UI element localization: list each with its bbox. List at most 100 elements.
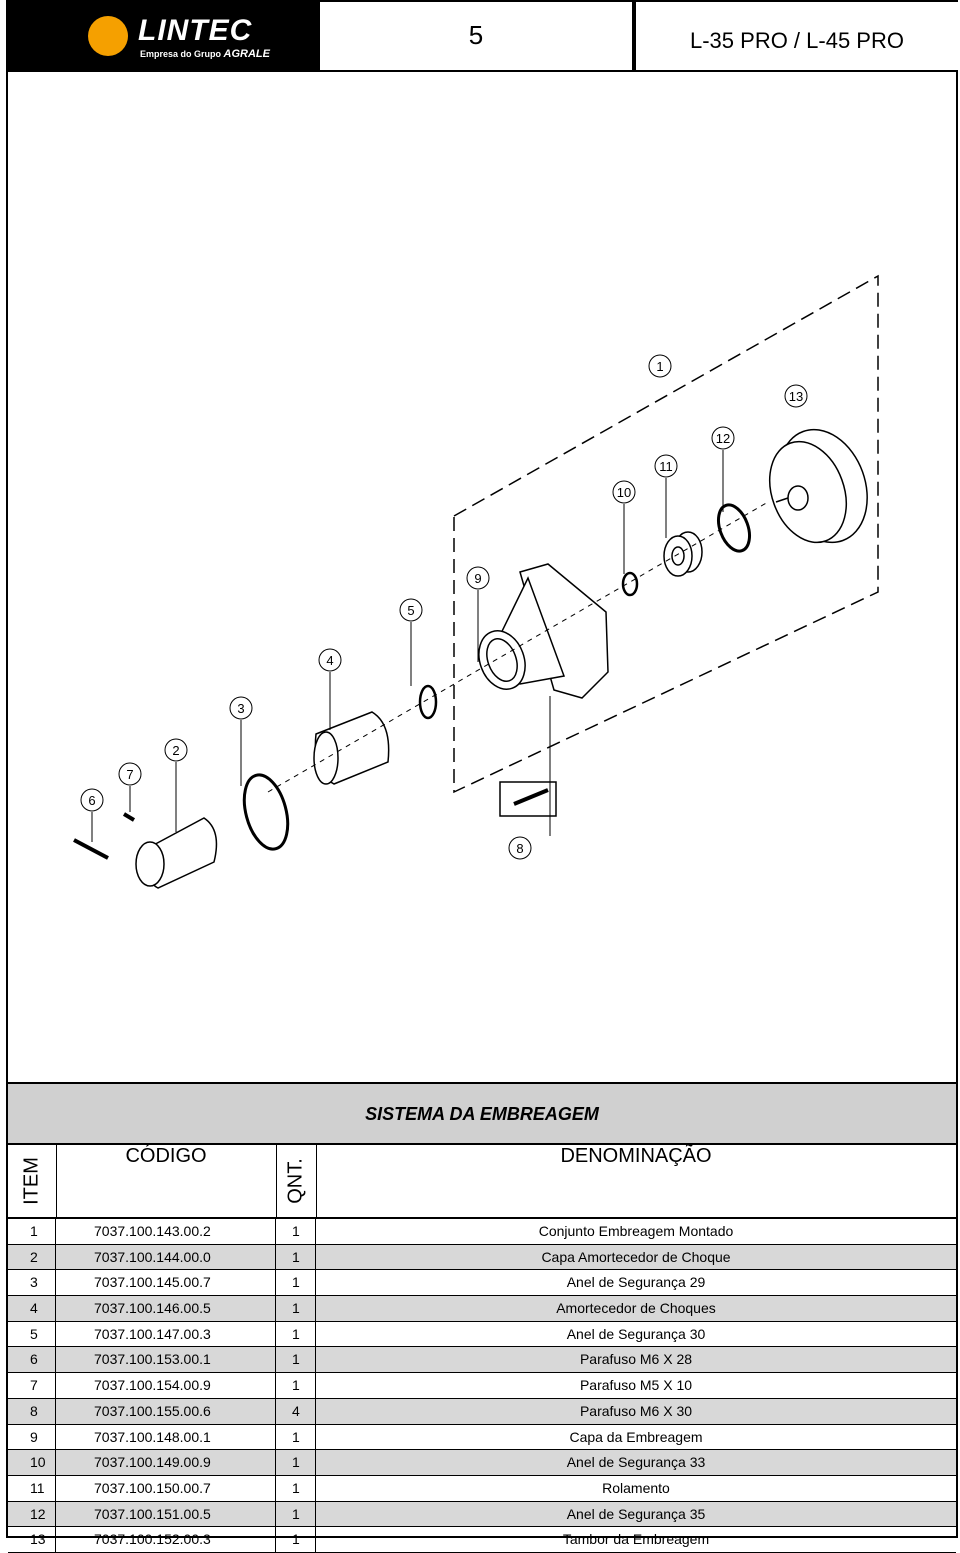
svg-text:2: 2 xyxy=(172,743,179,758)
screw-m6x28-part xyxy=(73,838,109,860)
cell-qnt: 1 xyxy=(276,1501,316,1527)
callout-3: 3 xyxy=(229,696,253,720)
cell-denominacao: Anel de Segurança 29 xyxy=(566,1274,706,1291)
cell-qnt: 1 xyxy=(276,1424,316,1450)
cell-denominacao: Anel de Segurança 35 xyxy=(566,1505,706,1522)
callout-7: 7 xyxy=(118,762,142,786)
header-qnt: QNT. xyxy=(276,1145,317,1217)
cell-item: 11 xyxy=(8,1475,56,1501)
cell-denominacao: Conjunto Embreagem Montado xyxy=(538,1223,734,1239)
callout-1: 1 xyxy=(648,354,672,378)
cell-codigo: 7037.100.149.00.9 xyxy=(56,1450,276,1475)
cell-denominacao: Amortecedor de Choques xyxy=(556,1300,716,1317)
callout-9: 9 xyxy=(466,566,490,590)
callout-4: 4 xyxy=(318,648,342,672)
page-number: 5 xyxy=(468,20,484,50)
cell-qnt: 4 xyxy=(276,1398,316,1424)
cell-denominacao: Parafuso M6 X 28 xyxy=(579,1351,693,1368)
cell-qnt: 1 xyxy=(276,1270,316,1296)
cell-denominacao: Parafuso M6 X 30 xyxy=(579,1402,693,1419)
ring-30-part xyxy=(418,684,438,720)
brand-name: LINTEC xyxy=(138,14,253,47)
svg-text:11: 11 xyxy=(659,459,673,474)
assembly-boundary xyxy=(453,274,879,794)
header-item: ITEM xyxy=(8,1145,57,1217)
header-codigo: CÓDIGO xyxy=(56,1145,277,1217)
section-title-bar: SISTEMA DA EMBREAGEM xyxy=(8,1082,956,1144)
header-denominacao: DENOMINAÇÃO xyxy=(560,1145,712,1167)
cell-item: 10 xyxy=(8,1450,56,1475)
callout-12: 12 xyxy=(711,426,735,450)
model-name: L-35 PRO / L-45 PRO xyxy=(690,28,904,53)
ring-35-part xyxy=(716,503,752,553)
svg-text:7: 7 xyxy=(126,767,133,782)
cell-item: 4 xyxy=(8,1296,56,1321)
svg-text:9: 9 xyxy=(474,571,481,586)
clutch-drum-part xyxy=(769,428,868,544)
cell-codigo: 7037.100.148.00.1 xyxy=(56,1424,276,1450)
cell-codigo: 7037.100.153.00.1 xyxy=(56,1347,276,1373)
cell-item: 8 xyxy=(8,1398,56,1424)
table-header: ITEM CÓDIGO QNT. DENOMINAÇÃO xyxy=(8,1143,956,1219)
exploded-parts-diagram: 1 2 3 4 5 6 7 8 9 10 11 12 13 xyxy=(73,274,879,889)
callout-11: 11 xyxy=(654,454,678,478)
cell-codigo: 7037.100.145.00.7 xyxy=(56,1270,276,1296)
callout-13: 13 xyxy=(784,384,808,408)
svg-text:4: 4 xyxy=(326,653,333,668)
cell-denominacao: Capa da Embreagem xyxy=(569,1428,703,1445)
model-box: L-35 PRO / L-45 PRO xyxy=(634,2,958,70)
svg-text:1: 1 xyxy=(656,359,663,374)
shock-cover-part xyxy=(135,817,218,889)
cell-item: 1 xyxy=(8,1219,56,1244)
callout-6: 6 xyxy=(80,788,104,812)
screw-m6x30-part xyxy=(499,781,557,817)
cell-codigo: 7037.100.151.00.5 xyxy=(56,1501,276,1527)
svg-text:5: 5 xyxy=(407,603,414,618)
svg-text:6: 6 xyxy=(88,793,95,808)
svg-text:3: 3 xyxy=(237,701,244,716)
cell-qnt: 1 xyxy=(276,1347,316,1373)
svg-text:13: 13 xyxy=(789,389,803,404)
cell-item: 2 xyxy=(8,1244,56,1270)
cell-item: 5 xyxy=(8,1321,56,1347)
bearing-part xyxy=(663,531,703,577)
brand-logo: LINTEC Empresa do Grupo AGRALE xyxy=(8,2,314,70)
callout-10: 10 xyxy=(612,480,636,504)
callout-5: 5 xyxy=(399,598,423,622)
svg-text:12: 12 xyxy=(716,431,730,446)
cell-qnt: 1 xyxy=(276,1244,316,1270)
cell-codigo: 7037.100.146.00.5 xyxy=(56,1296,276,1321)
cell-codigo: 7037.100.144.00.0 xyxy=(56,1244,276,1270)
leader-lines xyxy=(91,450,724,842)
cell-codigo: 7037.100.155.00.6 xyxy=(56,1398,276,1424)
cell-denominacao: Capa Amortecedor de Choque xyxy=(541,1248,731,1265)
brand-subtitle: Empresa do Grupo AGRALE xyxy=(140,48,270,60)
cell-item: 6 xyxy=(8,1347,56,1373)
callout-2: 2 xyxy=(164,738,188,762)
cell-denominacao: Anel de Segurança 33 xyxy=(566,1454,706,1471)
ring-29-part xyxy=(242,773,290,851)
cell-item: 12 xyxy=(8,1501,56,1527)
assembly-axis xyxy=(267,501,769,793)
cell-denominacao: Anel de Segurança 30 xyxy=(566,1325,706,1342)
cell-codigo: 7037.100.154.00.9 xyxy=(56,1373,276,1398)
header: LINTEC Empresa do Grupo AGRALE 5 L-35 PR… xyxy=(6,0,958,72)
callout-8: 8 xyxy=(508,836,532,860)
cell-qnt: 1 xyxy=(276,1475,316,1501)
cell-codigo: 7037.100.147.00.3 xyxy=(56,1321,276,1347)
section-title: SISTEMA DA EMBREAGEM xyxy=(365,1104,599,1124)
cell-item: 3 xyxy=(8,1270,56,1296)
ring-33-part xyxy=(621,571,639,597)
cell-qnt: 1 xyxy=(276,1296,316,1321)
cell-qnt: 1 xyxy=(276,1373,316,1398)
